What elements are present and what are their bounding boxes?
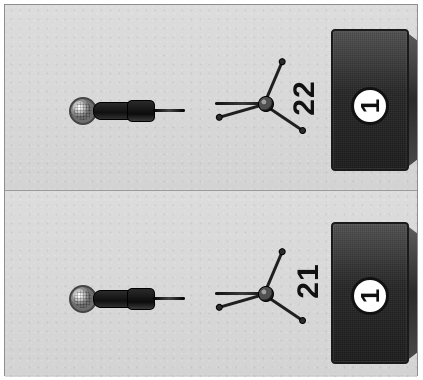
microphone-clip: [127, 100, 155, 122]
top-scene: 22 1: [5, 5, 417, 190]
speaker-icon: 1: [331, 29, 417, 171]
speaker-icon: 1: [331, 222, 417, 364]
round-count: 21: [294, 260, 324, 302]
microphone-grill: [74, 290, 92, 308]
stand-hub: [258, 286, 274, 302]
bottom-panel: 21 1: [5, 191, 417, 377]
microphone-clip: [127, 288, 155, 310]
microphone-grill: [74, 102, 92, 120]
game-board: 22 1: [4, 4, 418, 376]
microphone-icon: [69, 285, 181, 317]
microphone-rod: [153, 109, 185, 112]
speaker-front: 1: [331, 222, 409, 364]
microphone-rod: [153, 297, 185, 300]
speaker-number-badge: 1: [351, 87, 389, 125]
round-count: 22: [290, 77, 320, 119]
stand-hub: [258, 96, 274, 112]
top-panel: 22 1: [5, 5, 417, 191]
speaker-front: 1: [331, 29, 409, 171]
speaker-number: 1: [354, 90, 386, 122]
microphone-icon: [69, 97, 181, 129]
bottom-scene: 21 1: [5, 191, 417, 377]
speaker-number-badge: 1: [351, 277, 389, 315]
speaker-number: 1: [354, 280, 386, 312]
